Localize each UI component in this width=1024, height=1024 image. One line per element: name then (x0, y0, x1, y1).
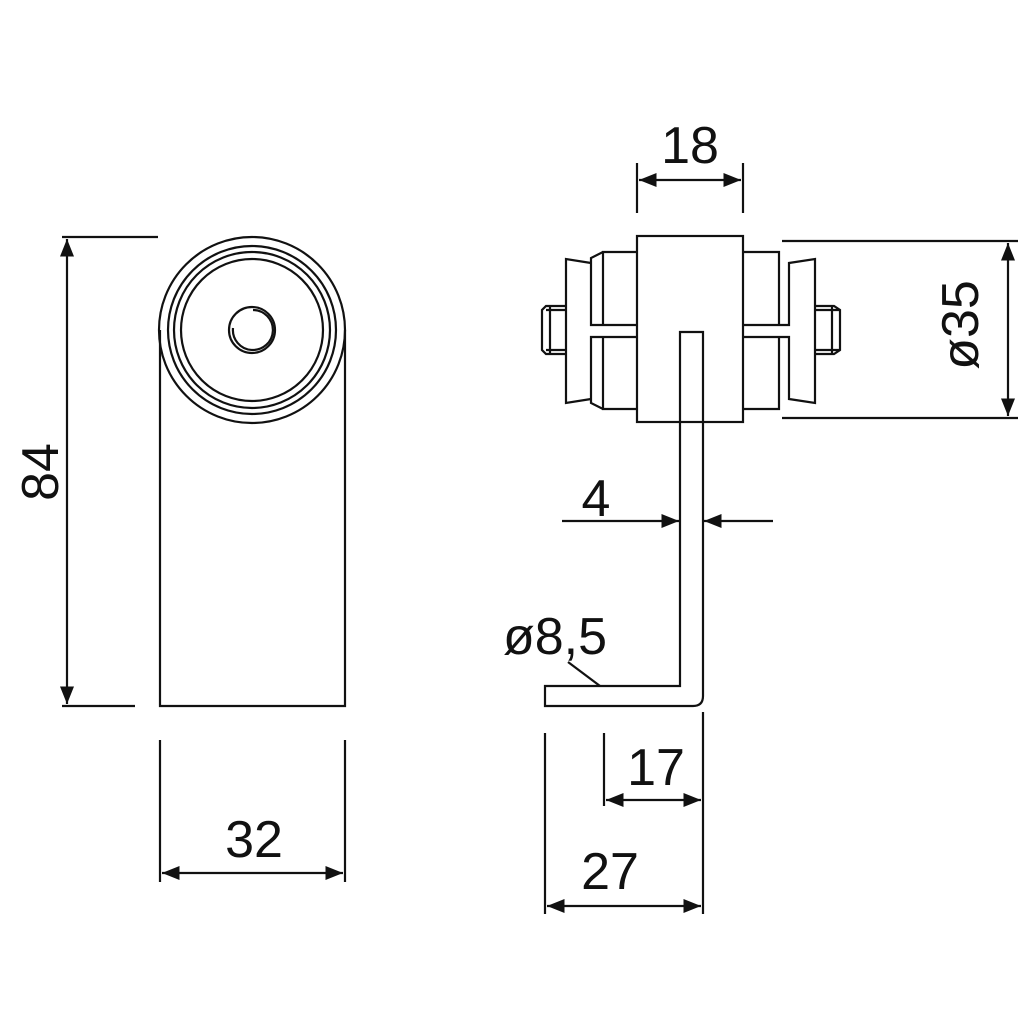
wheel-ring (179, 257, 325, 403)
axle-inner-arc (231, 308, 274, 352)
left-hub (601, 250, 637, 411)
right-hub (743, 250, 781, 411)
axle-hole (227, 305, 277, 355)
left-bolt (540, 304, 566, 356)
dimension-diameter-35: ø35 (782, 239, 1018, 420)
dimension-label: 27 (581, 843, 639, 901)
dimension-label: ø8,5 (503, 608, 607, 666)
dimension-32: 32 (158, 740, 347, 882)
dimension-4: 4 (562, 470, 773, 529)
wheel-ring (172, 250, 332, 410)
wheel-ring (166, 244, 338, 416)
dimension-27: 27 (543, 733, 705, 914)
dimension-label: 18 (661, 117, 719, 175)
wheel-body (635, 234, 745, 424)
right-flange (743, 257, 817, 405)
dimension-label: 4 (582, 470, 611, 528)
dimension-label: ø35 (932, 280, 990, 370)
left-flange (564, 257, 592, 405)
dimension-18: 18 (635, 117, 745, 213)
l-bracket-rod (543, 330, 705, 708)
dimension-label: 84 (12, 443, 70, 501)
front-view (157, 235, 347, 708)
dimension-84: 84 (12, 235, 158, 708)
left-hub-chamfer (589, 251, 637, 410)
side-view (540, 234, 842, 708)
dimension-17: 17 (602, 712, 705, 808)
dimension-label: 17 (627, 739, 685, 797)
wheel-outer-circle (157, 235, 347, 425)
right-bolt (815, 304, 842, 356)
bracket-body (158, 330, 347, 708)
dimension-rod-diameter: ø8,5 (503, 608, 607, 687)
dimension-label: 32 (225, 811, 283, 869)
